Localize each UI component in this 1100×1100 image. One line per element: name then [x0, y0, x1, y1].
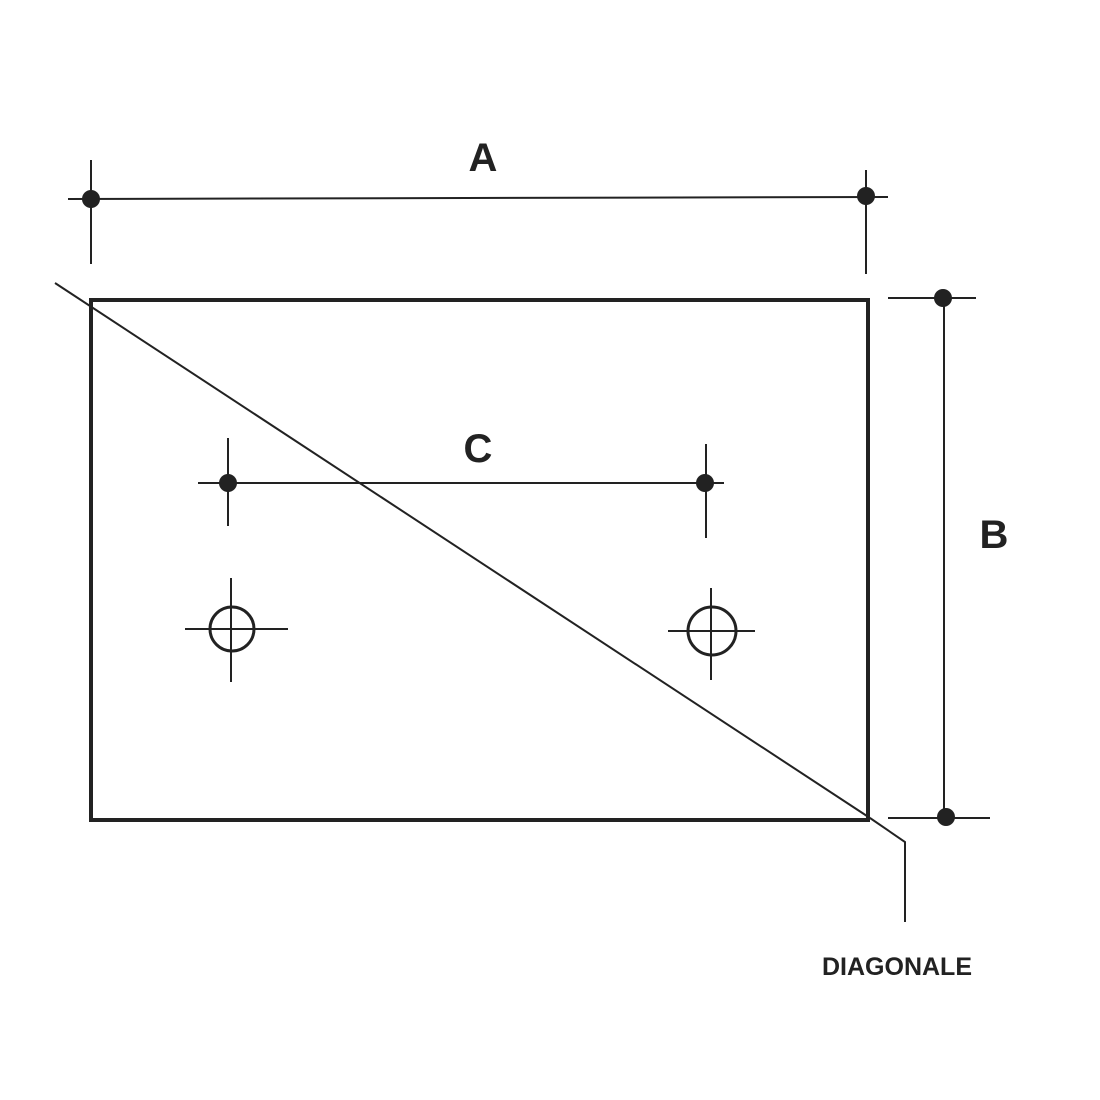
label-diagonal: DIAGONALE: [822, 953, 972, 981]
endpoint-dot: [82, 190, 100, 208]
endpoint-dot: [857, 187, 875, 205]
mounting-hole-right: [668, 588, 755, 680]
endpoint-dot: [696, 474, 714, 492]
endpoint-dot: [937, 808, 955, 826]
endpoint-dot: [219, 474, 237, 492]
diagonal-line: [54, 282, 906, 922]
endpoint-dot: [934, 289, 952, 307]
label-c: C: [464, 427, 493, 471]
label-a: A: [469, 136, 498, 180]
mounting-hole-left: [185, 578, 288, 682]
dimension-b: [888, 297, 990, 819]
label-b: B: [980, 513, 1009, 557]
plate-outline: [89, 298, 870, 822]
dimension-endpoints: [82, 187, 955, 826]
dimension-c: [198, 438, 724, 538]
